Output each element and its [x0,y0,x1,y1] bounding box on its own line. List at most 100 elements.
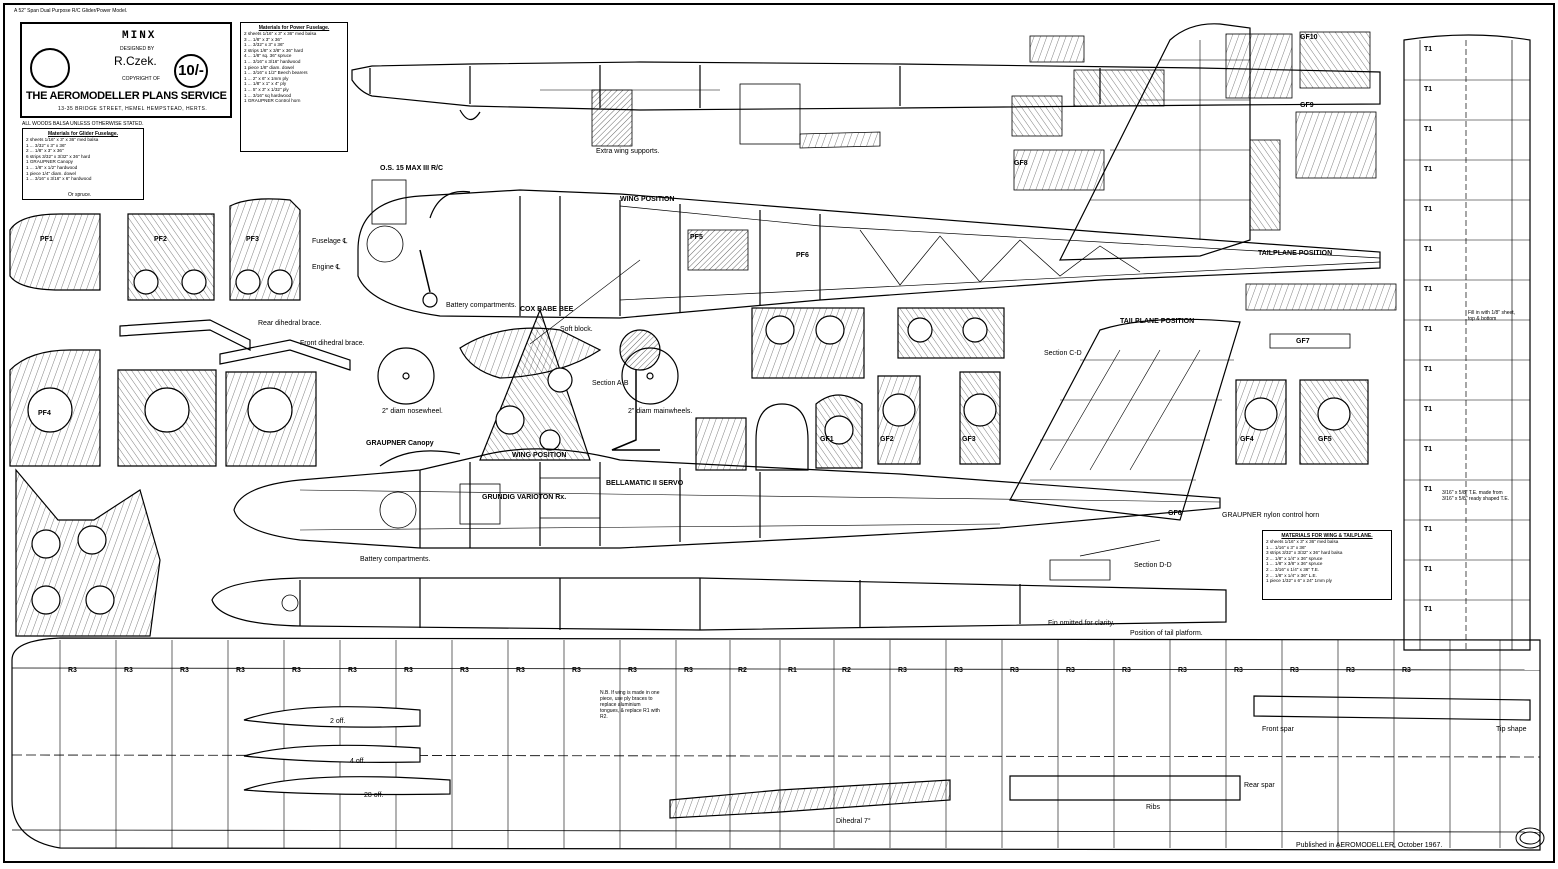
battery-label: Battery compartments. [360,556,431,563]
glider-former-label: GF3 [962,436,976,443]
materials-glider-footer: Or spruce. [68,192,92,198]
rib-label: R3 [1234,667,1243,674]
rib-label: R3 [1066,667,1075,674]
rib-count-label: 4 off. [350,758,366,765]
tail-rib-label: T1 [1424,486,1433,493]
tail-rib-label: T1 [1424,366,1433,373]
rib-label: R3 [68,667,77,674]
sheet-border [3,3,1555,863]
battery-label: Battery compartments. [446,302,517,309]
wing-position-label: WING POSITION [512,452,567,459]
materials-line: 1 ... 3/32" x 3" x 36" [26,142,67,148]
materials-line: 2 ... 1/8" x 1/4" x 36" L.E. [1266,572,1317,578]
rib-label: R3 [516,667,525,674]
rib-label: R3 [572,667,581,674]
rib-label: R3 [898,667,907,674]
tail-rib-label: T1 [1424,246,1433,253]
fin-lower [1009,318,1241,521]
power-fuselage-side-view [357,179,1381,319]
rib-label: R3 [1178,667,1187,674]
ribs-label: Ribs [1146,804,1161,811]
tail-rib-label: T1 [1424,286,1433,293]
tail-rib-label: T1 [1424,86,1433,93]
tip-shape-label: Tip shape [1496,726,1527,733]
materials-line: 1 ... 2" x 6" x 1mm ply [244,75,289,81]
tail-rib-label: T1 [1424,166,1433,173]
rib-label: R3 [1290,667,1299,674]
glider-fuselage-top-view [211,539,1227,631]
glider-former-label: GF5 [1318,436,1332,443]
rib-count-label: 2 off. [330,718,346,725]
materials-line: 1 ... 5" x 3" x 1/32" ply [244,86,289,92]
designer-name: R.Czek. [114,54,157,68]
materials-line: 1 piece 1/8" diam. dowel [244,64,294,70]
soft-block-label: Soft block. [560,326,593,333]
section-ab-label: Section A-B [592,380,629,387]
glider-former-label: GF2 [880,436,894,443]
glider-former-label: GF8 [1014,160,1028,167]
rib-label: R3 [954,667,963,674]
fuselage-centreline-label: Fuselage ℄ [312,238,348,245]
glider-former-label: GF4 [1240,436,1254,443]
fin-omitted-label: Fin omitted for clarity. [1048,620,1115,627]
tail-platform-label: Position of tail platform. [1130,630,1203,637]
rib-label: R3 [684,667,693,674]
materials-line: 1 ... 3/16" x 1/2" Beech bearers [244,70,308,76]
wing-position-label: WING POSITION [620,196,675,203]
tailplane-position-label: TAILPLANE POSITION [1258,250,1333,257]
materials-line: 6 strips 3/32" x 3/32" x 36" hard [26,153,91,159]
materials-power-title: Materials for Power Fuselage. [258,25,330,31]
extra-wing-supports-label: Extra wing supports. [596,148,660,155]
former-label: PF3 [246,236,259,243]
materials-line: 1 GRAUPNER Canopy [26,159,73,165]
rear-dihedral-label: Rear dihedral brace. [258,320,322,327]
glider-former-label: GF1 [820,436,834,443]
designed-by-label: DESIGNED BY [120,46,155,52]
rib-label: R3 [460,667,469,674]
tail-rib-label: T1 [1424,206,1433,213]
former-label: PF6 [796,252,809,259]
materials-line: 1 piece 1/32" x 6" x 24" 1mm ply [1266,578,1332,584]
tailplane-position-label: TAILPLANE POSITION [1120,318,1195,325]
tail-rib-label: T1 [1424,526,1433,533]
former-label: PF2 [154,236,167,243]
glider-formers [695,307,1369,471]
mainwheel-label: 2" diam mainwheels. [628,408,693,415]
former-label: PF1 [40,236,53,243]
materials-line: 2 strips 1/8" x 3/8" x 36" hard [244,47,304,53]
materials-line: 1 ... 1/8" x 1" x 4" ply [244,81,287,87]
rib-label: R3 [1346,667,1355,674]
tail-rib-label: T1 [1424,406,1433,413]
mid-details [377,259,679,461]
glider-former-label: GF10 [1300,34,1318,41]
section-cd-label: Section C-D [1044,350,1082,357]
former-label: PF5 [690,234,703,241]
rib-label: R3 [628,667,637,674]
rib-label: R2 [738,667,747,674]
tail-rib-label: T1 [1424,126,1433,133]
former-label: PF4 [38,410,51,417]
materials-line: 2 sheets 1/16" x 3" x 36" med balsa [1266,539,1339,544]
plans-service-name: THE AEROMODELLER PLANS SERVICE [26,90,227,102]
tailplane-plan [1245,34,1531,651]
header-note: A 52" Span Dual Purpose R/C Glider/Power… [14,8,128,14]
rib-label: R3 [404,667,413,674]
receiver-label: GRUNDIG VARIOTON Rx. [482,494,567,501]
materials-line: 4 ... 1/8" sq. 36" spruce [244,53,292,59]
materials-line: 3 strips 3/32" x 3/32" x 36" hard balsa [1266,550,1343,556]
tail-rib-label: T1 [1424,566,1433,573]
rear-spar-label: Rear spar [1244,782,1275,789]
rib-label: R3 [124,667,133,674]
tail-rib-label: T1 [1424,606,1433,613]
materials-power-fuselage: Materials for Power Fuselage. 2 sheets 1… [240,22,348,152]
wing-plan [11,637,1541,851]
front-spar-label: Front spar [1262,726,1294,733]
plans-stamp [1515,827,1545,849]
formers-left [9,198,351,637]
materials-line: 1 ... 1/8" x 3/8" x 36" spruce [1266,561,1323,567]
power-fuselage-top-view [351,61,1381,149]
materials-line: 2 sheets 1/16" x 3" x 36" med balsa [26,137,99,142]
rib-label: R3 [236,667,245,674]
materials-wing-title: MATERIALS FOR WING & TAILPLANE. [1281,533,1373,539]
plans-service-address: 13-35 BRIDGE STREET, HEMEL HEMPSTEAD, HE… [58,106,208,112]
